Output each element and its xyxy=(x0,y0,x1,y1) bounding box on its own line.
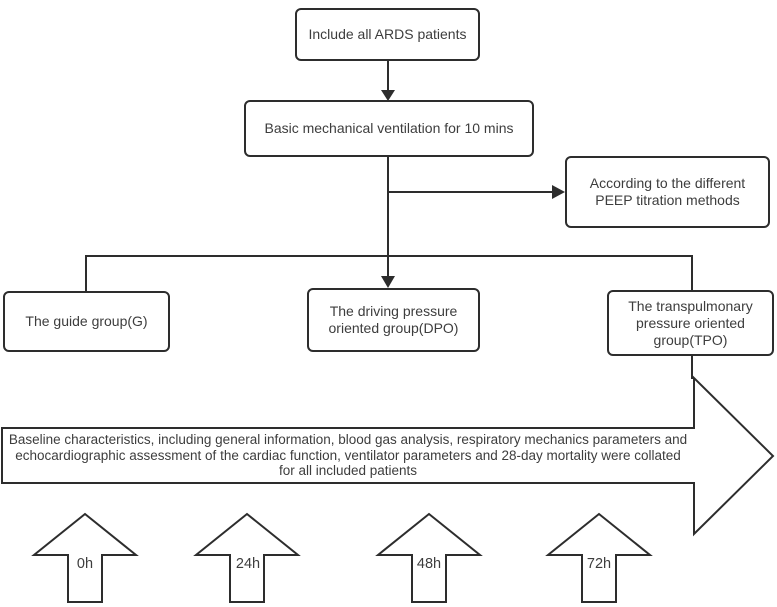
node-driving-pressure-group: The driving pressure oriented group(DPO) xyxy=(307,288,480,352)
node-include-all-ards-patients: Include all ARDS patients xyxy=(295,8,480,61)
node-transpulmonary-pressure-group: The transpulmonary pressure oriented gro… xyxy=(607,290,774,356)
up-arrow-0h xyxy=(31,512,139,603)
collation-arrow-text: Baseline characteristics, including gene… xyxy=(8,432,688,479)
collation-right-arrow xyxy=(1,375,775,537)
timepoint-label-72h: 72h xyxy=(586,556,612,572)
timepoint-label-0h: 0h xyxy=(76,556,94,572)
down-arrowhead-icon xyxy=(381,276,395,288)
down-arrowhead-icon xyxy=(381,90,395,101)
up-arrow-24h xyxy=(193,512,301,603)
timepoint-label-48h: 48h xyxy=(416,556,442,572)
up-arrow-48h xyxy=(375,512,483,603)
node-peep-titration-methods: According to the different PEEP titratio… xyxy=(565,156,770,228)
timepoint-label-24h: 24h xyxy=(235,556,261,572)
node-guide-group: The guide group(G) xyxy=(3,291,170,352)
right-arrowhead-icon xyxy=(552,185,565,199)
node-basic-mechanical-ventilation: Basic mechanical ventilation for 10 mins xyxy=(244,100,534,157)
up-arrow-72h xyxy=(545,512,653,603)
